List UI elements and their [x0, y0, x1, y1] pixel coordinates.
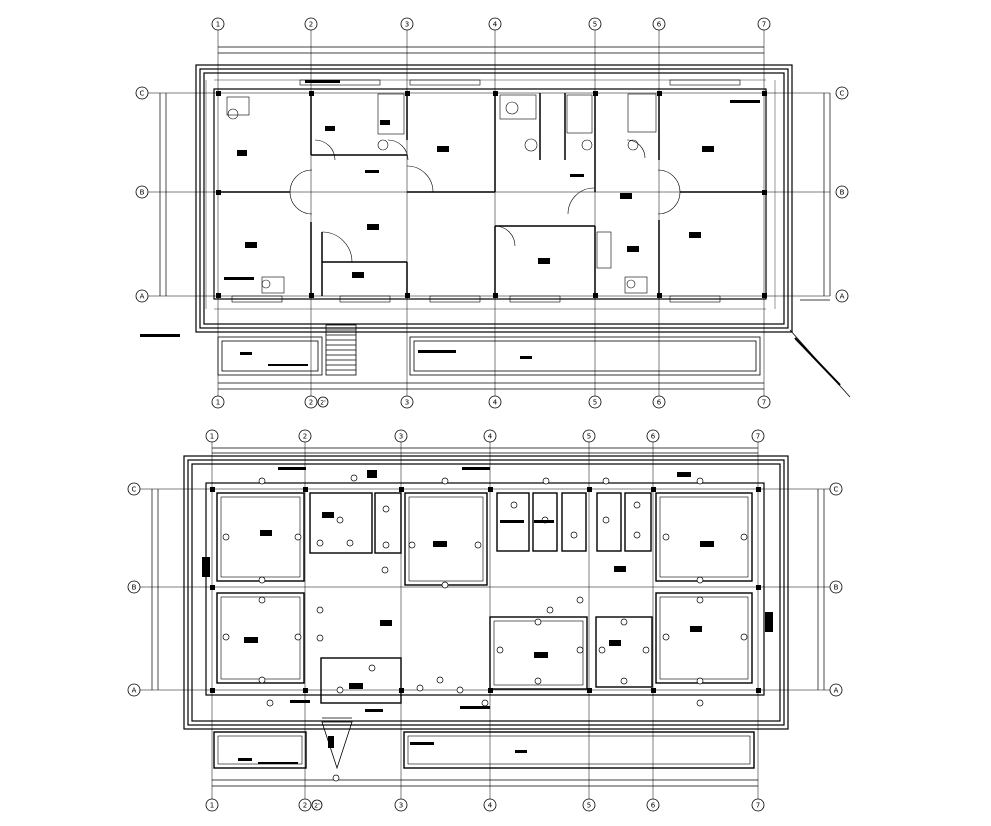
- upper-perimeter-walls: [195, 64, 793, 333]
- grid-label-col: 6: [651, 802, 656, 810]
- grid-bubble-icon: [588, 17, 602, 31]
- grid-label-row: A: [840, 293, 845, 301]
- upper-grid-bubbles-bottom: [211, 395, 771, 409]
- grid-label-col: 5: [587, 802, 591, 810]
- upper-perimeter-tiling: [205, 79, 776, 310]
- grid-bubble-icon: [757, 17, 771, 31]
- grid-label-col: 4: [493, 21, 498, 29]
- grid-label-col: 1: [210, 433, 214, 441]
- grid-label-col: 2': [320, 400, 326, 407]
- grid-label-row: B: [132, 584, 137, 592]
- upper-structural-columns: [216, 91, 767, 298]
- upper-interior-walls: [218, 93, 764, 296]
- grid-label-col: 3: [405, 21, 409, 29]
- grid-label-col: 2: [309, 21, 313, 29]
- grid-bubble-icon: [400, 17, 414, 31]
- lower-plan: [127, 429, 843, 812]
- grid-bubble-icon: [211, 17, 225, 31]
- grid-bubble-icon: [304, 17, 318, 31]
- grid-label-col: 4: [488, 802, 493, 810]
- upper-dimension-lines: [148, 46, 831, 390]
- grid-label-col: 4: [488, 433, 493, 441]
- lower-grid-lines: [211, 440, 759, 800]
- grid-label-col: 5: [593, 21, 597, 29]
- grid-label-row: A: [834, 687, 839, 695]
- lower-room-outlines: [213, 492, 755, 769]
- lower-electrical-points: [222, 474, 748, 782]
- grid-label-col: 7: [762, 21, 766, 29]
- grid-label-col: 1: [210, 802, 214, 810]
- grid-label-row: C: [132, 486, 137, 494]
- upper-plan: [135, 17, 851, 409]
- grid-label-col: 5: [587, 433, 591, 441]
- grid-label-col: 5: [593, 399, 597, 407]
- grid-label-col: 3: [405, 399, 409, 407]
- grid-label-row: B: [834, 584, 839, 592]
- grid-label-col: 1: [216, 399, 220, 407]
- grid-bubble-icon: [652, 17, 666, 31]
- grid-label-col: 6: [657, 399, 662, 407]
- grid-label-col: 2: [309, 399, 313, 407]
- lower-perimeter-walls: [183, 455, 789, 730]
- grid-label-col: 6: [657, 21, 662, 29]
- grid-label-col: 2': [314, 803, 320, 810]
- lower-dimension-lines: [140, 447, 830, 787]
- grid-label-col: 2: [303, 802, 307, 810]
- lower-structural-columns: [210, 487, 761, 693]
- grid-label-row: A: [132, 687, 137, 695]
- grid-label-row: C: [140, 90, 145, 98]
- grid-label-col: 3: [399, 433, 403, 441]
- grid-label-col: 2: [303, 433, 307, 441]
- grid-label-row: C: [834, 486, 839, 494]
- upper-door-swings: [289, 139, 681, 263]
- grid-label-col: 6: [651, 433, 656, 441]
- grid-label-col: 3: [399, 802, 403, 810]
- upper-grid-labels: 1 2 3 4 5 6 7 1 2 2' 3 4 5 6 7 C B A C B…: [140, 21, 845, 407]
- upper-porch-and-ramp: [217, 299, 851, 398]
- grid-label-col: 4: [493, 399, 498, 407]
- upper-grid-bubbles-top: [211, 17, 771, 31]
- upper-wc-fixtures: [226, 93, 657, 294]
- upper-grid-bubbles-rows: [135, 86, 849, 303]
- grid-label-col: 7: [756, 433, 760, 441]
- grid-label-col: 1: [216, 21, 220, 29]
- lower-room-tags: [202, 467, 773, 764]
- grid-label-row: C: [840, 90, 845, 98]
- upper-windows: [231, 79, 741, 303]
- lower-grid-labels: 1 2 3 4 5 6 7 1 2 2' 3 4 5 6 7 C B A C B…: [132, 433, 839, 810]
- grid-label-row: B: [140, 189, 145, 197]
- lower-grid-bubbles-bottom: [205, 798, 765, 812]
- grid-label-col: 7: [756, 802, 760, 810]
- grid-label-row: A: [140, 293, 145, 301]
- grid-bubble-icon: [488, 17, 502, 31]
- grid-label-col: 7: [762, 399, 766, 407]
- lower-grid-bubbles-rows: [127, 482, 843, 697]
- upper-room-tags: [140, 80, 760, 366]
- lower-grid-bubbles-top: [205, 429, 765, 443]
- grid-label-row: B: [840, 189, 845, 197]
